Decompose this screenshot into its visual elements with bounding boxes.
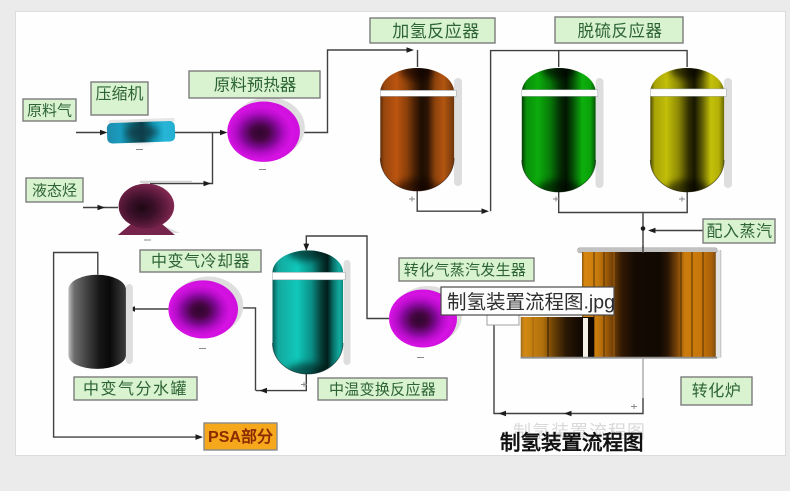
svg-text:加氢反应器: 加氢反应器 [392,22,480,41]
svg-text:液态烃: 液态烃 [32,183,77,200]
svg-text:制氢装置流程图: 制氢装置流程图 [513,422,646,442]
svg-text:制氢装置流程图.jpg: 制氢装置流程图.jpg [447,292,615,314]
svg-text:转化炉: 转化炉 [692,382,742,400]
svg-text:原料预热器: 原料预热器 [214,76,297,95]
svg-text:中变气分水罐: 中变气分水罐 [83,380,188,398]
svg-text:中温变换反应器: 中温变换反应器 [329,381,436,399]
svg-text:中变气冷却器: 中变气冷却器 [151,253,250,271]
svg-text:原料气: 原料气 [27,103,72,120]
svg-text:脱硫反应器: 脱硫反应器 [578,22,663,41]
svg-text:压缩机: 压缩机 [95,85,143,103]
svg-text:配入蒸汽: 配入蒸汽 [706,223,772,241]
svg-text:制氢装置流程图: 制氢装置流程图 [500,431,644,455]
svg-text:PSA部分: PSA部分 [208,427,273,446]
svg-text:转化气蒸汽发生器: 转化气蒸汽发生器 [404,262,526,279]
